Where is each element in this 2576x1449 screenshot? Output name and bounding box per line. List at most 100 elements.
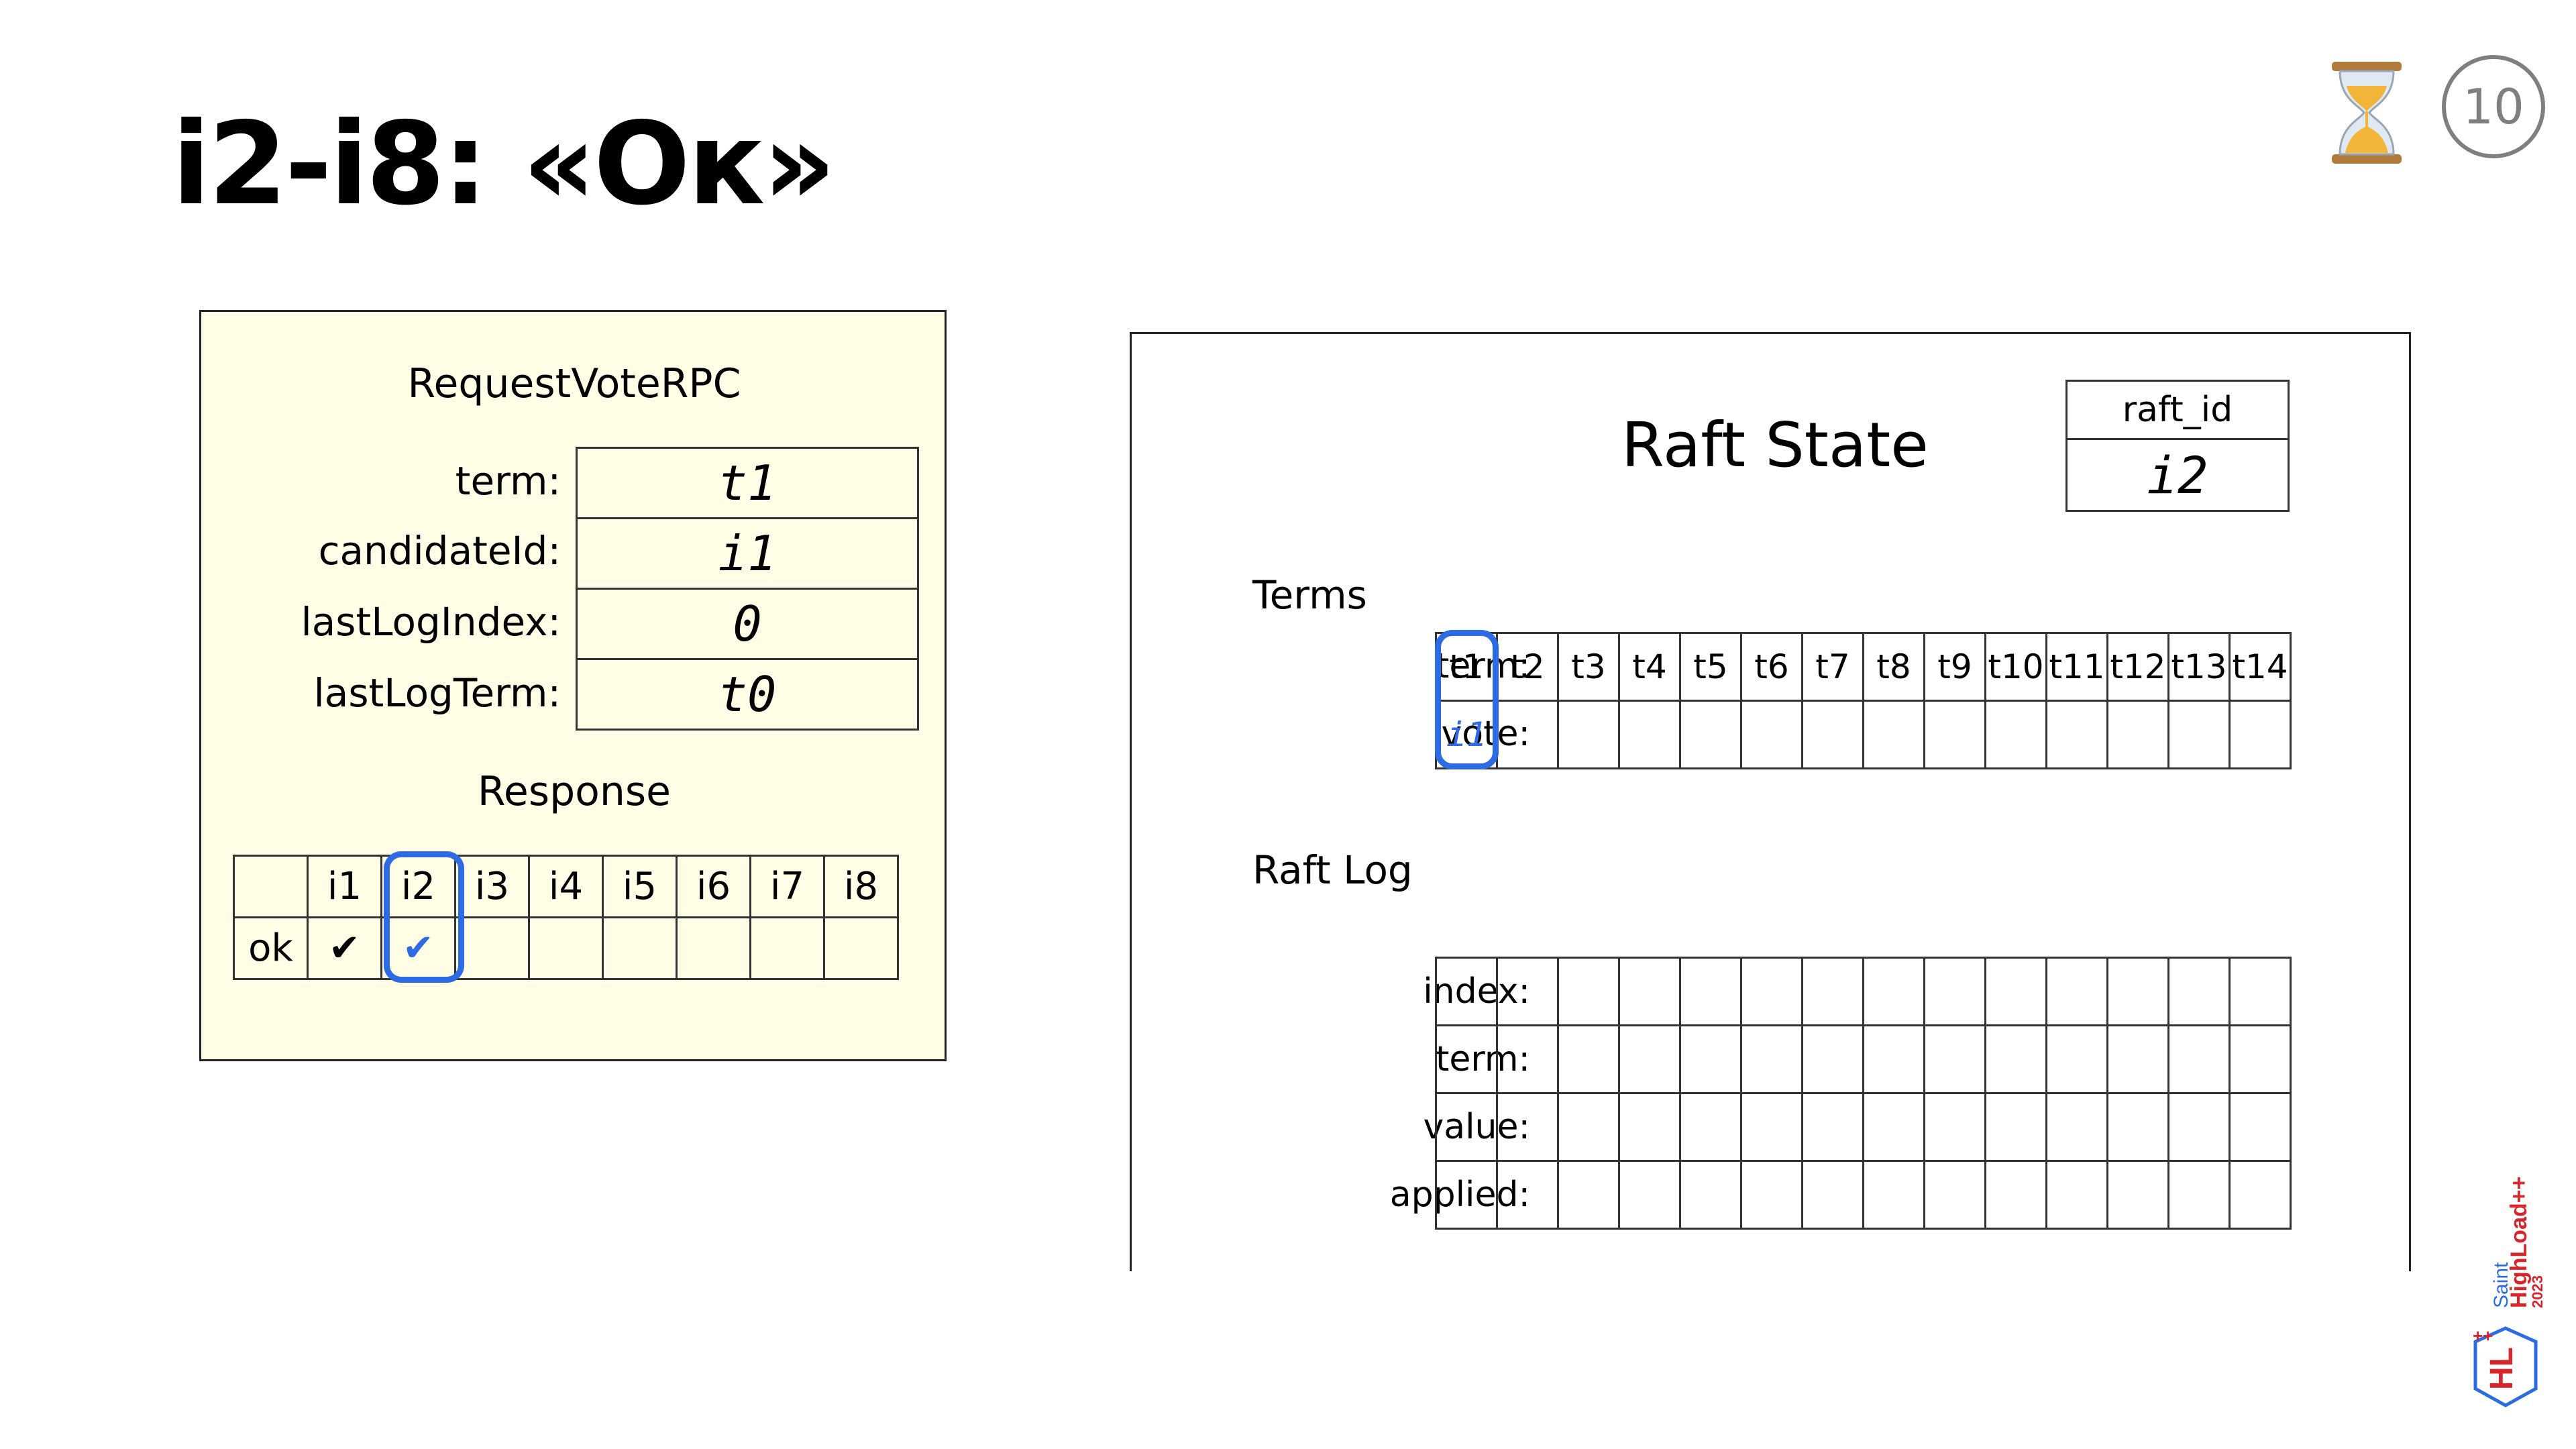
vote-cell [1496, 700, 1559, 769]
log-cell [1496, 1160, 1559, 1230]
term-cell: t14 [2229, 632, 2292, 702]
response-value-i2: ✔ [380, 916, 456, 980]
vote-cell [1984, 700, 2047, 769]
term-cell: t8 [1862, 632, 1925, 702]
term-cell: t4 [1618, 632, 1681, 702]
log-cell [2229, 1160, 2292, 1230]
log-cell [1618, 1092, 1681, 1162]
field-label-candidate-id: candidateId: [318, 528, 561, 574]
log-cell [2106, 957, 2169, 1026]
vote-cell [2167, 700, 2231, 769]
log-cell [1557, 1160, 1620, 1230]
log-cell [1862, 957, 1925, 1026]
votes-row: i1 [1435, 700, 2292, 769]
log-cell [1740, 957, 1803, 1026]
log-cell [1923, 1024, 1986, 1094]
response-header-i4: i4 [528, 855, 604, 918]
raft-log-grid [1435, 957, 2292, 1230]
field-value-last-log-index: 0 [576, 588, 919, 660]
vote-cell [2229, 700, 2292, 769]
log-cell [2167, 1092, 2231, 1162]
response-value-i4 [528, 916, 604, 980]
vote-cell [1557, 700, 1620, 769]
log-cell [2167, 1160, 2231, 1230]
log-cell [1862, 1160, 1925, 1230]
response-header-i3: i3 [454, 855, 530, 918]
log-cell [2167, 1024, 2231, 1094]
log-cell [1862, 1024, 1925, 1094]
log-cell [2106, 1024, 2169, 1094]
log-cell [1740, 1092, 1803, 1162]
log-cell [2045, 1024, 2108, 1094]
log-cell [2229, 1092, 2292, 1162]
log-cell [1435, 1092, 1498, 1162]
log-cell [1435, 957, 1498, 1026]
field-label-last-log-index: lastLogIndex: [301, 599, 561, 645]
log-cell [1862, 1092, 1925, 1162]
log-cell [2045, 1160, 2108, 1230]
vote-cell [2045, 700, 2108, 769]
log-cell [1801, 1092, 1864, 1162]
raft-id-value: i2 [2065, 438, 2290, 512]
raft-log-label: Raft Log [1252, 847, 1413, 893]
log-cell [1679, 957, 1742, 1026]
response-ok-row: ok ✔ ✔ [233, 916, 899, 980]
term-cell: t2 [1496, 632, 1559, 702]
vote-cell [1618, 700, 1681, 769]
term-cell: t11 [2045, 632, 2108, 702]
raft-state-title: Raft State [1621, 409, 1929, 481]
logo-text-main: HighLoad++ [2506, 1177, 2532, 1308]
log-cell [2229, 1024, 2292, 1094]
term-t1-highlight [1435, 630, 1499, 769]
log-cell [1618, 957, 1681, 1026]
log-cell [2045, 1092, 2108, 1162]
term-cell: t7 [1801, 632, 1864, 702]
log-cell [1496, 957, 1559, 1026]
field-label-term: term: [455, 458, 561, 504]
logo-mark: HL [2484, 1347, 2520, 1390]
log-row [1435, 1092, 2292, 1162]
log-cell [1984, 1160, 2047, 1230]
log-cell [1984, 1024, 2047, 1094]
term-cell: t5 [1679, 632, 1742, 702]
response-value-i5 [602, 916, 678, 980]
vote-cell [1923, 700, 1986, 769]
log-cell [1557, 957, 1620, 1026]
vote-cell [1679, 700, 1742, 769]
log-cell [1801, 1024, 1864, 1094]
log-cell [1923, 1092, 1986, 1162]
log-cell [1435, 1024, 1498, 1094]
log-row [1435, 1024, 2292, 1094]
log-cell [2167, 957, 2231, 1026]
log-cell [1435, 1160, 1498, 1230]
response-corner-cell [233, 855, 309, 918]
log-cell [2106, 1160, 2169, 1230]
log-cell [1679, 1160, 1742, 1230]
response-value-i7 [749, 916, 825, 980]
hourglass-icon [2326, 59, 2407, 166]
field-label-last-log-term: lastLogTerm: [313, 670, 561, 716]
log-cell [2229, 957, 2292, 1026]
log-cell [1923, 957, 1986, 1026]
request-vote-panel: RequestVoteRPC term: candidateId: lastLo… [199, 310, 947, 1061]
log-cell [1679, 1024, 1742, 1094]
vote-cell [1862, 700, 1925, 769]
vote-cell [2106, 700, 2169, 769]
response-i2-highlight [384, 851, 464, 983]
log-cell [1557, 1092, 1620, 1162]
response-value-i8 [823, 916, 899, 980]
term-cell: t12 [2106, 632, 2169, 702]
vote-cell [1740, 700, 1803, 769]
term-cell: t9 [1923, 632, 1986, 702]
request-vote-fields-table: t1 i1 0 t0 [576, 447, 919, 731]
response-header-i1: i1 [307, 855, 382, 918]
logo-plus: ++ [2473, 1326, 2493, 1346]
slide-title: i2-i8: «Ок» [172, 98, 836, 231]
raft-id-label: raft_id [2065, 380, 2290, 440]
log-cell [2045, 957, 2108, 1026]
response-title: Response [477, 768, 672, 815]
response-row-label: ok [233, 916, 309, 980]
log-cell [1557, 1024, 1620, 1094]
response-header-i5: i5 [602, 855, 678, 918]
logo-text-top: Saint [2490, 1262, 2512, 1308]
